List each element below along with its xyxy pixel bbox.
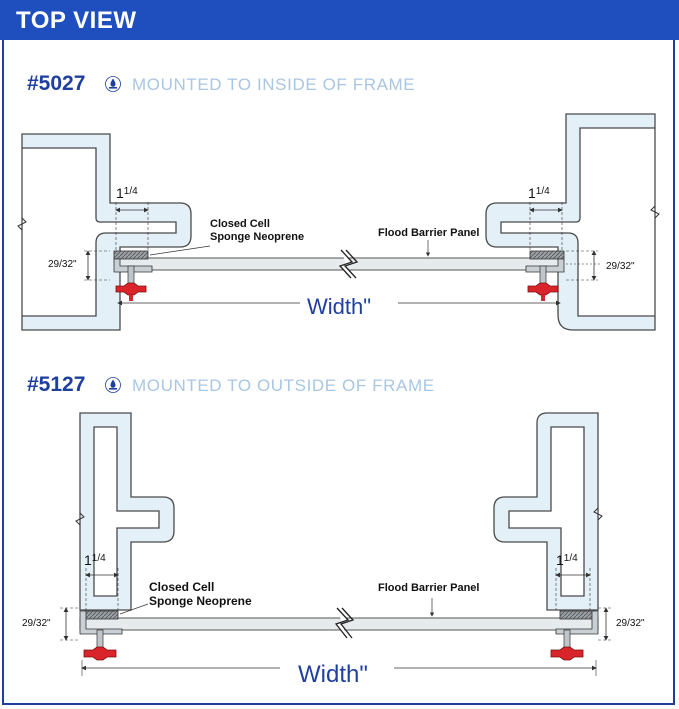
dim-whole: 1 [84, 552, 92, 568]
dim-fraction: 1/4 [564, 553, 578, 564]
clamp-bracket [79, 610, 123, 635]
flood-barrier-panel [117, 257, 561, 271]
width-label: Width" [307, 294, 371, 319]
neoprene-gasket [83, 610, 119, 620]
section1-model: #5027 [27, 72, 86, 95]
red-knob-handle[interactable] [550, 646, 584, 661]
left-frame-channel [21, 133, 192, 331]
panel-label: Flood Barrier Panel [378, 582, 479, 594]
dim-fraction: 1/4 [536, 186, 550, 197]
header-bar: TOP VIEW [0, 0, 679, 40]
right-frame-post [493, 412, 599, 611]
panel-label: Flood Barrier Panel [378, 227, 479, 239]
gasket-label-line1: Closed Cell [149, 580, 214, 594]
diagram-inside-frame: 11/4 11/4 29/32" 29/32" Closed Cell Spon… [17, 113, 660, 331]
dim-whole: 1 [528, 185, 536, 201]
svg-text:11/4: 11/4 [116, 185, 138, 201]
gap-dimension-right: 29/32" [606, 261, 635, 272]
red-knob-handle[interactable] [83, 646, 117, 661]
svg-text:11/4: 11/4 [84, 552, 106, 568]
water-drop-logo-icon [105, 76, 121, 92]
neoprene-gasket [559, 610, 595, 620]
dim-fraction: 1/4 [124, 186, 138, 197]
dim-fraction: 1/4 [92, 553, 106, 564]
dim-whole: 1 [116, 185, 124, 201]
section2-subtitle: MOUNTED TO OUTSIDE OF FRAME [132, 376, 435, 395]
break-symbol [338, 249, 354, 279]
gap-dimension-left: 29/32" [48, 259, 77, 270]
page-title: TOP VIEW [16, 7, 137, 34]
right-frame-channel [485, 113, 656, 331]
gasket-label-line2: Sponge Neoprene [210, 231, 304, 243]
red-knob-handle[interactable] [527, 282, 559, 296]
break-mark [650, 205, 660, 219]
break-mark [593, 507, 603, 521]
neoprene-gasket [113, 250, 149, 260]
section2-model: #5127 [27, 373, 86, 396]
dim-whole: 1 [556, 552, 564, 568]
neoprene-gasket [529, 250, 565, 260]
gap-dimension-right: 29/32" [616, 618, 645, 629]
clamp-bracket [525, 258, 565, 273]
svg-text:11/4: 11/4 [556, 552, 578, 568]
section1-subtitle: MOUNTED TO INSIDE OF FRAME [132, 75, 416, 94]
break-mark [17, 217, 27, 231]
svg-text:11/4: 11/4 [528, 185, 550, 201]
width-label: Width" [298, 661, 368, 688]
gasket-label-line1: Closed Cell [210, 218, 270, 230]
red-knob-handle[interactable] [115, 282, 147, 296]
gasket-label-line2: Sponge Neoprene [149, 594, 252, 608]
left-frame-post [79, 412, 175, 611]
water-drop-logo-icon [105, 377, 121, 393]
clamp-bracket [555, 610, 599, 635]
clamp-bracket [113, 258, 153, 273]
diagram-outside-frame: 11/4 11/4 29/32" 29/32" Closed Cell Spon… [22, 412, 645, 688]
break-mark [75, 512, 85, 526]
gap-dimension-left: 29/32" [22, 618, 51, 629]
